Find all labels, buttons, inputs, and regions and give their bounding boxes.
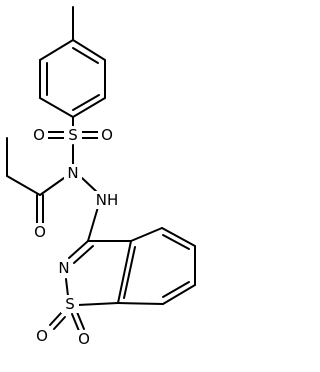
bonds: [6, 6, 196, 332]
svg-text:O: O: [33, 126, 45, 144]
bond-C3-N-2: [73, 245, 94, 264]
svg-text:N: N: [58, 259, 69, 277]
bond-ring1-c: [72, 97, 106, 118]
bond-ring1-f: [39, 39, 74, 61]
bond-C3a-C7a: [117, 240, 132, 304]
bond-benzo-a: [130, 227, 163, 242]
sulfonyl-o-right-atom: O: [98, 126, 116, 144]
bond-benzo-b: [161, 227, 196, 247]
svg-text:O: O: [78, 330, 90, 348]
bond-ringS-O-left-1: [49, 312, 62, 326]
bond-N-NH: [81, 177, 99, 194]
bond-N-S: [65, 278, 69, 297]
amine-nh-atom: NH: [92, 191, 122, 209]
bond-benzo-e: [117, 302, 164, 305]
bond-ring1-d: [39, 97, 74, 118]
sulfonyl-s-atom: S: [64, 126, 82, 144]
svg-text:O: O: [34, 223, 46, 241]
ring-s-o-left-atom: O: [33, 327, 51, 345]
ring-s-atom: S: [61, 295, 79, 313]
bond-benzo-inner-3: [123, 246, 136, 299]
svg-text:N: N: [67, 164, 78, 182]
bond-C3-N-1: [68, 240, 89, 259]
molecule-diagram: S O O N NH O N S: [6, 6, 196, 348]
bond-ringS-O-right-2: [76, 311, 85, 330]
bond-S-C7a: [77, 302, 119, 306]
svg-text:S: S: [68, 126, 78, 144]
atom-labels: S O O N NH O N S: [30, 126, 122, 348]
svg-text:O: O: [36, 327, 48, 345]
bond-benzo-inner-1: [162, 234, 190, 250]
bond-ring1-inner-2: [72, 94, 100, 111]
svg-text:O: O: [101, 126, 113, 144]
svg-text:S: S: [65, 295, 75, 313]
carbonyl-o-atom: O: [31, 223, 49, 241]
bond-ring1-a: [72, 39, 106, 61]
ring-s-o-right-atom: O: [75, 330, 93, 348]
bond-benzo-d: [162, 284, 196, 305]
svg-text:NH: NH: [96, 191, 119, 209]
bond-ringS-O-right-1: [71, 313, 80, 332]
bond-ring1-inner-1: [72, 47, 99, 64]
bond-NH-C3: [87, 206, 99, 242]
sulfonyl-o-left-atom: O: [30, 126, 48, 144]
hydrazide-n-atom: N: [64, 164, 82, 182]
bond-benzo-inner-2: [162, 281, 190, 298]
ring-n-atom: N: [55, 259, 73, 277]
bond-N-C: [39, 177, 65, 196]
bond-C-CH2: [6, 175, 41, 196]
bond-ringS-O-left-2: [53, 316, 66, 330]
